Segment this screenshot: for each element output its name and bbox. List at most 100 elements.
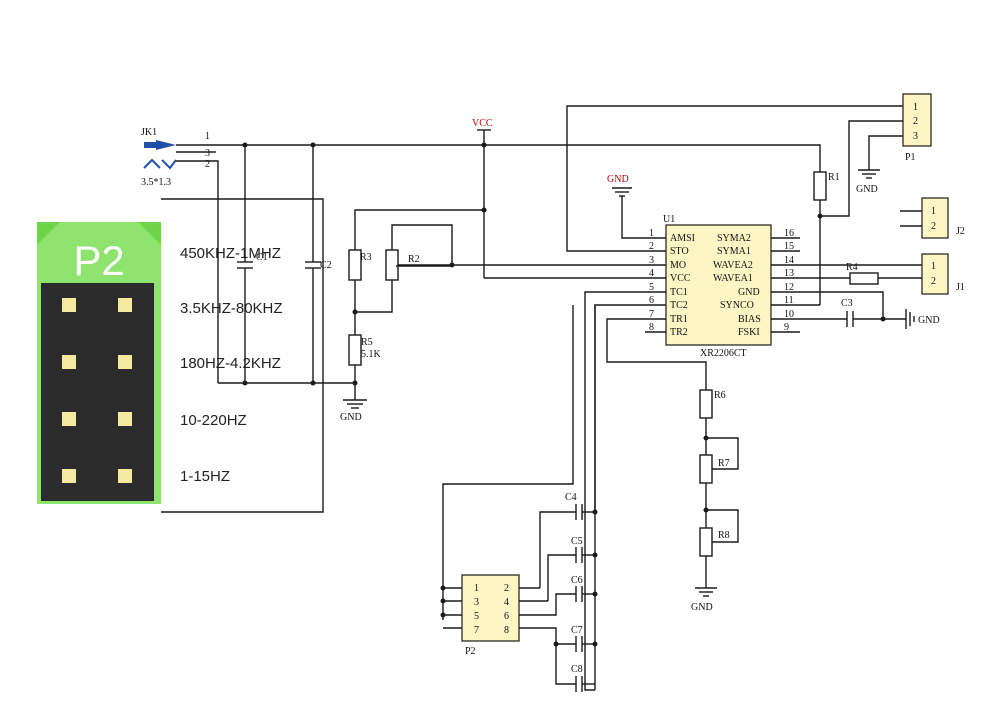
pin-number: 7 bbox=[649, 309, 654, 320]
connector-p2-header: 1 2 3 4 5 6 7 8 P2 bbox=[461, 574, 520, 657]
wire bbox=[800, 291, 884, 319]
u1-label: U1 bbox=[663, 214, 675, 225]
pin-name: AMSI bbox=[670, 233, 695, 244]
gnd-label: GND bbox=[607, 174, 629, 185]
jumper-title: P2 bbox=[73, 237, 124, 284]
jk1-label: JK1 bbox=[141, 127, 157, 138]
p2-pin: 2 bbox=[504, 583, 509, 594]
jumper-pin[interactable] bbox=[62, 412, 76, 426]
pin-name: TR1 bbox=[670, 314, 688, 325]
gnd-symbol: GND bbox=[905, 309, 940, 329]
c7-label: C7 bbox=[571, 625, 583, 636]
j1-label: J1 bbox=[956, 282, 965, 293]
wire bbox=[212, 144, 821, 172]
p2-pin: 1 bbox=[474, 583, 479, 594]
pin-name: TC2 bbox=[670, 300, 688, 311]
j2-pin: 1 bbox=[931, 206, 936, 217]
gnd-label: GND bbox=[918, 315, 940, 326]
pin-number: 11 bbox=[784, 295, 794, 306]
j2-label: J2 bbox=[956, 226, 965, 237]
chip-name: XR2206CT bbox=[700, 348, 747, 359]
r8-label: R8 bbox=[718, 530, 730, 541]
resistor-r3: R3 bbox=[348, 249, 372, 281]
pin-number: 3 bbox=[649, 255, 654, 266]
jumper-pin[interactable] bbox=[118, 298, 132, 312]
pin-name: WAVEA2 bbox=[713, 260, 753, 271]
pin-number: 15 bbox=[784, 241, 794, 252]
pin-name: VCC bbox=[670, 273, 691, 284]
pin-number: 9 bbox=[784, 322, 789, 333]
gnd-symbol: GND bbox=[607, 174, 645, 239]
jack-pin-number: 1 bbox=[205, 131, 210, 142]
jumper-pin[interactable] bbox=[118, 469, 132, 483]
j1-pin: 1 bbox=[931, 261, 936, 272]
gnd-label: GND bbox=[340, 412, 362, 423]
range-box bbox=[161, 198, 324, 513]
jack-jk1: JK1 3.5*1.3 1 3 2 bbox=[141, 127, 212, 188]
vcc-symbol: VCC bbox=[472, 118, 493, 278]
pin-number: 4 bbox=[649, 268, 654, 279]
r1-label: R1 bbox=[828, 172, 840, 183]
capacitor-c1: C1 bbox=[237, 145, 268, 383]
wire bbox=[868, 135, 903, 170]
c6-label: C6 bbox=[571, 575, 583, 586]
gnd-label: GND bbox=[691, 602, 713, 613]
jumper-pin[interactable] bbox=[62, 355, 76, 369]
pin-name: SYMA1 bbox=[717, 246, 751, 257]
jumper-pin[interactable] bbox=[118, 355, 132, 369]
r4-label: R4 bbox=[846, 262, 858, 273]
gnd-symbol: GND bbox=[340, 399, 367, 423]
pin-name: MO bbox=[670, 260, 686, 271]
jumper-photo: P2 bbox=[37, 222, 161, 504]
pin-number: 10 bbox=[784, 309, 794, 320]
jumper-pin[interactable] bbox=[118, 412, 132, 426]
resistor-r6: R6 bbox=[699, 389, 726, 419]
r3-label: R3 bbox=[360, 252, 372, 263]
capacitor-c2: C2 bbox=[305, 145, 332, 383]
jack-size-label: 3.5*1.3 bbox=[141, 177, 171, 188]
wire bbox=[212, 160, 219, 383]
wire bbox=[606, 318, 707, 390]
p1-pin: 2 bbox=[913, 116, 918, 127]
pin-name: TR2 bbox=[670, 327, 688, 338]
range-label: 10-220HZ bbox=[180, 412, 247, 429]
p1-label: P1 bbox=[905, 152, 916, 163]
jumper-header bbox=[41, 283, 154, 501]
range-list: 450KHZ-1MHZ 3.5KHZ-80KHZ 180HZ-4.2KHZ 10… bbox=[180, 245, 283, 485]
pin-number: 8 bbox=[649, 322, 654, 333]
gnd-symbol: GND bbox=[856, 169, 880, 195]
range-label: 1-15HZ bbox=[180, 468, 230, 485]
p1-pin: 1 bbox=[913, 102, 918, 113]
capacitor-c7: C7 bbox=[519, 625, 595, 652]
range-label: 450KHZ-1MHZ bbox=[180, 245, 281, 262]
jumper-pin[interactable] bbox=[62, 298, 76, 312]
j1-pin: 2 bbox=[931, 276, 936, 287]
resistor-r1: R1 bbox=[813, 171, 840, 201]
jack-pin-number: 2 bbox=[205, 159, 210, 170]
gnd-label: GND bbox=[856, 184, 878, 195]
range-label: 180HZ-4.2KHZ bbox=[180, 355, 281, 372]
wire bbox=[442, 305, 574, 620]
resistor-r5: R5 5.1K bbox=[348, 334, 382, 366]
chip-body bbox=[665, 224, 772, 346]
wire bbox=[819, 120, 903, 217]
capacitor-c6: C6 bbox=[519, 575, 595, 616]
capacitor-c3: C3 bbox=[841, 298, 854, 327]
p2-pin: 3 bbox=[474, 597, 479, 608]
r7-label: R7 bbox=[718, 458, 730, 469]
pin-name: TC1 bbox=[670, 287, 688, 298]
p1-pin: 3 bbox=[913, 131, 918, 142]
jumper-pin[interactable] bbox=[62, 469, 76, 483]
j2-pin: 2 bbox=[931, 221, 936, 232]
pin-name: FSKI bbox=[738, 327, 760, 338]
c2-label: C2 bbox=[320, 260, 332, 271]
potentiometer-r2: R2 bbox=[355, 224, 645, 313]
pin-number: 14 bbox=[784, 255, 794, 266]
connector-j2: 1 2 J2 bbox=[900, 197, 965, 239]
pin-number: 16 bbox=[784, 228, 794, 239]
gnd-symbol: GND bbox=[691, 587, 717, 613]
pin-number: 12 bbox=[784, 282, 794, 293]
p2-pin: 5 bbox=[474, 611, 479, 622]
